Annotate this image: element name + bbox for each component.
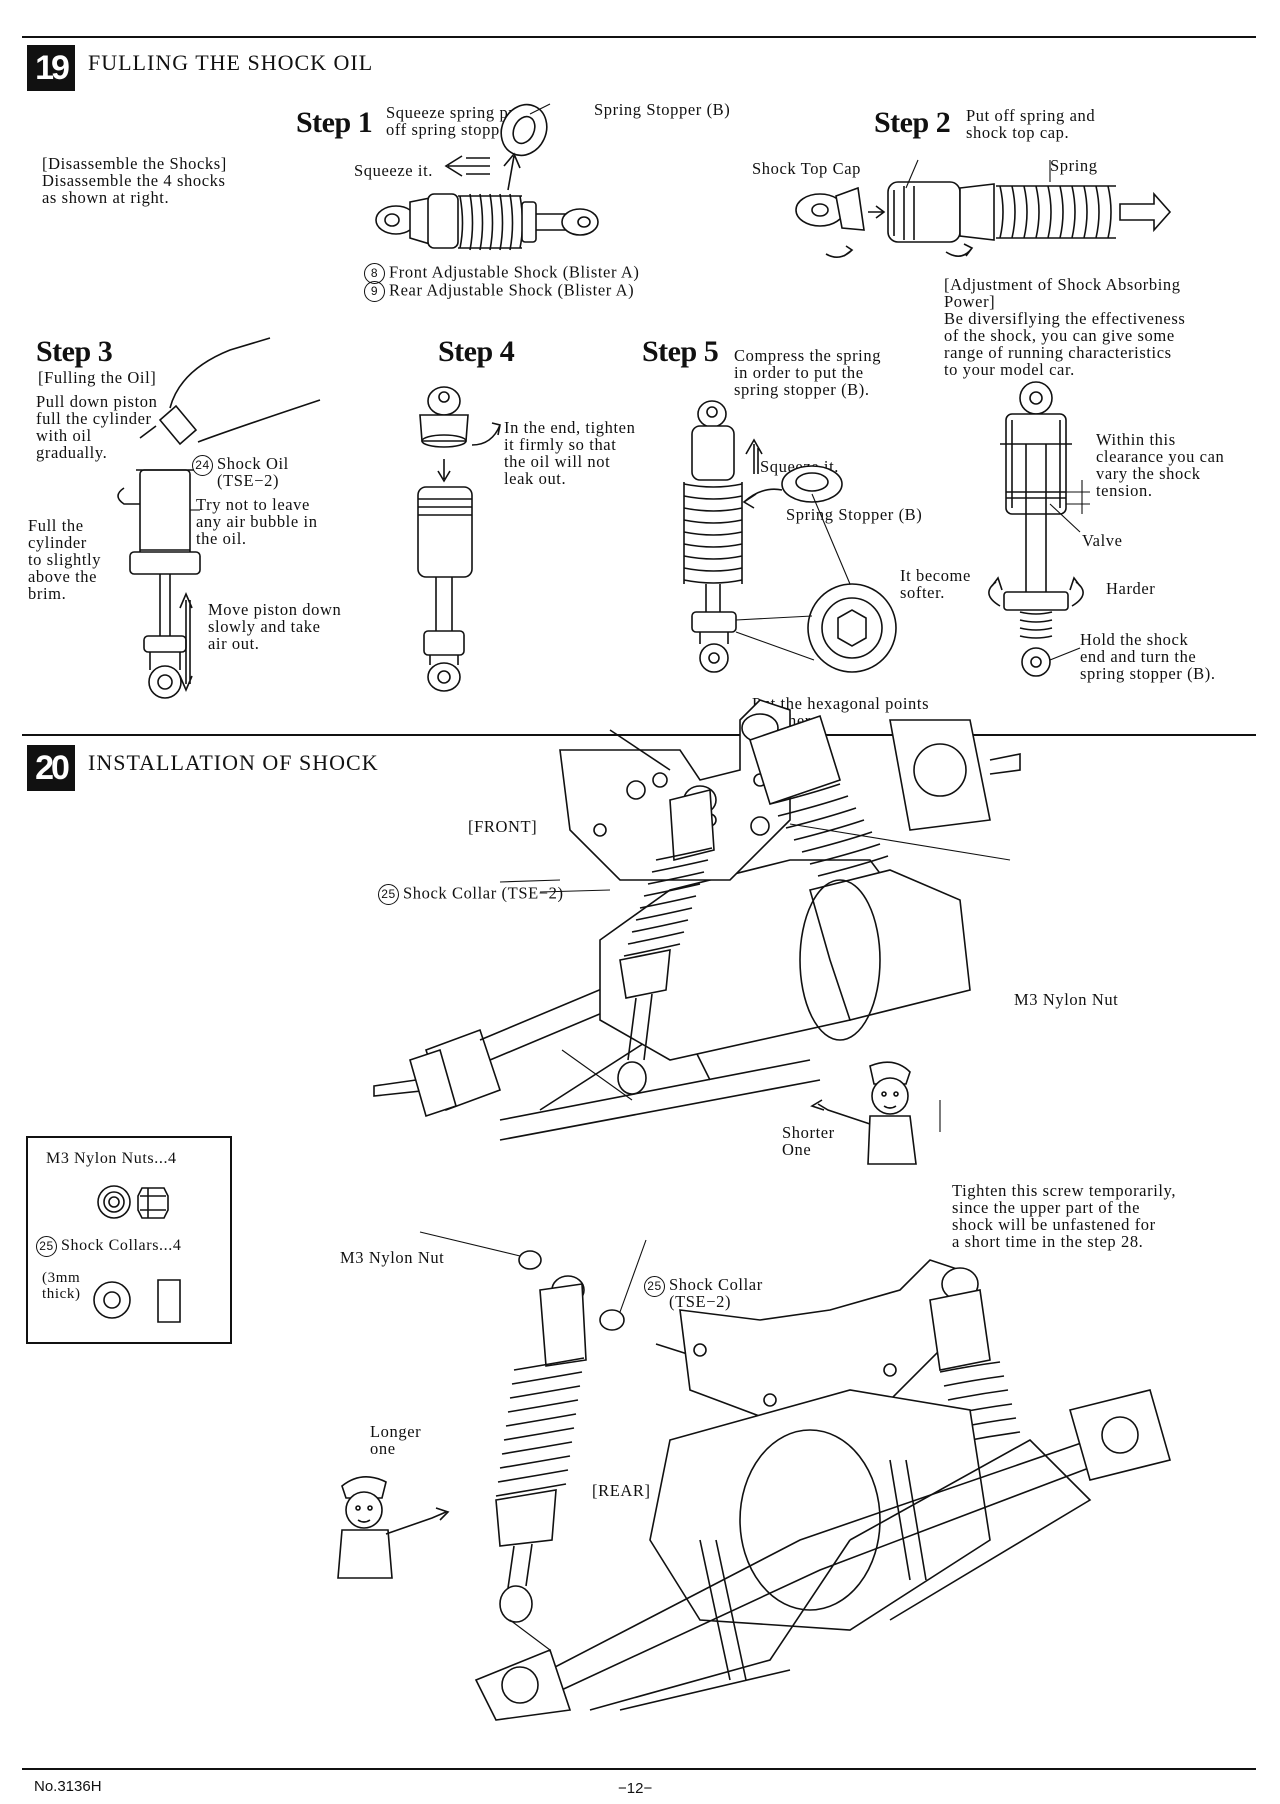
- spring-coils-icon: [1020, 612, 1052, 638]
- adjust-valve-label: Valve: [1082, 531, 1123, 550]
- step3-move-text: Move piston down slowly and take air out…: [208, 600, 342, 653]
- section-19-title: FULLING THE SHOCK OIL: [88, 50, 374, 75]
- step2-shock-illustration: [786, 170, 1246, 280]
- clearance-marker: [1066, 480, 1090, 514]
- up-arrow-icon: [504, 154, 520, 190]
- hex-detail-icon: [808, 584, 896, 672]
- step3-oil-fill-illustration: [100, 330, 340, 710]
- step3-heading: Step 3: [36, 335, 113, 368]
- down-arrow-icon: [438, 459, 450, 481]
- section-20-title: INSTALLATION OF SHOCK: [88, 750, 379, 775]
- shock-collar-icon: [627, 781, 645, 799]
- spring-coils-icon: [940, 1362, 1020, 1442]
- adjustment-text: [Adjustment of Shock Absorbing Power] Be…: [944, 275, 1186, 379]
- tighten-arrow-icon: [472, 423, 500, 445]
- softer-arrow-icon: [989, 578, 1002, 606]
- nylon-nut-icon: [519, 1251, 541, 1269]
- cap-icon: [342, 1477, 386, 1498]
- page-number: −12−: [618, 1780, 653, 1797]
- adjust-softer-label: It become softer.: [900, 566, 971, 602]
- top-rule: [22, 36, 1256, 38]
- step5-shock-illustration: [672, 398, 912, 698]
- step5-heading: Step 5: [642, 335, 719, 368]
- step2-text: Put off spring and shock top cap.: [966, 106, 1096, 142]
- adjust-clearance-text: Within this clearance you can vary the s…: [1096, 430, 1225, 500]
- step3-full-text: Full the cylinder to slightly above the …: [28, 516, 102, 603]
- mascot-front-illustration: [808, 1054, 928, 1164]
- step4-text: In the end, tighten it firmly so that th…: [504, 418, 636, 488]
- shorter-label: Shorter One: [782, 1123, 835, 1159]
- step1-spring-stopper-label: Spring Stopper (B): [594, 100, 731, 119]
- step3-pull-text: Pull down piston full the cylinder with …: [36, 392, 158, 462]
- parts-thick-label: (3mm thick): [42, 1270, 81, 1302]
- shock-collar-icon: [600, 1310, 624, 1330]
- rear-nylon-nut-label: M3 Nylon Nut: [340, 1248, 445, 1267]
- squeeze-arrow-icon: [446, 156, 490, 176]
- shock-tower-icon: [680, 1260, 960, 1420]
- screw-icon: [610, 730, 670, 770]
- step4-heading: Step 4: [438, 335, 515, 368]
- rear-chassis-illustration: [470, 1240, 1210, 1720]
- rotate-arrow-icon: [826, 246, 852, 257]
- step4-shock-illustration: [400, 375, 510, 710]
- pointing-hand-icon: [386, 1508, 448, 1534]
- oil-bottle-icon: [170, 338, 320, 442]
- parts-nuts-label: M3 Nylon Nuts...4: [46, 1150, 177, 1167]
- mascot-rear-illustration: [336, 1468, 456, 1578]
- step1-shock-illustration: [370, 110, 650, 260]
- spring-coils-icon: [458, 194, 523, 250]
- section-20-number: 20: [27, 745, 75, 791]
- spring-coils-icon: [684, 482, 742, 584]
- bottom-rule: [22, 1768, 1256, 1770]
- spring-stopper-icon: [782, 466, 842, 502]
- front-nylon-nut-label: M3 Nylon Nut: [1014, 990, 1119, 1009]
- step2-heading: Step 2: [874, 106, 951, 139]
- spring-coils-icon: [496, 1358, 584, 1496]
- nylon-nut-icon: [751, 817, 769, 835]
- rear-label: [REAR]: [592, 1481, 651, 1500]
- shock-tower-icon: [560, 700, 790, 880]
- model-number: No.3136H: [34, 1778, 102, 1795]
- spring-coils-icon: [770, 784, 888, 876]
- adjust-hold-text: Hold the shock end and turn the spring s…: [1080, 630, 1216, 683]
- step1-squeeze-label: Squeeze it.: [354, 161, 433, 180]
- spring-stopper-icon: [493, 97, 555, 163]
- adjust-harder-label: Harder: [1106, 579, 1156, 598]
- pointing-hand-icon: [812, 1100, 870, 1124]
- spring-coils-icon: [624, 848, 712, 956]
- step1-heading: Step 1: [296, 106, 373, 139]
- step3-bubble-text: Try not to leave any air bubble in the o…: [196, 495, 318, 548]
- front-label: [FRONT]: [468, 817, 538, 836]
- mid-rule: [22, 734, 1256, 736]
- step5-text: Compress the spring in order to put the …: [734, 346, 882, 399]
- spring-coils-icon: [996, 186, 1116, 238]
- right-arrow-icon: [1120, 194, 1170, 230]
- adjust-cutaway-illustration: [970, 380, 1120, 685]
- nylon-nut-icon: [94, 1182, 184, 1222]
- tighten-text: Tighten this screw temporarily, since th…: [952, 1181, 1177, 1251]
- step2-top-cap-label: Shock Top Cap: [752, 159, 862, 178]
- longer-label: Longer one: [370, 1422, 422, 1458]
- step2-spring-label: Spring: [1050, 156, 1098, 175]
- up-arrow-icon: [746, 440, 762, 474]
- up-down-arrow-icon: [180, 594, 192, 690]
- step3-subtitle: [Fulling the Oil]: [38, 368, 157, 387]
- section-19-number: 19: [27, 45, 75, 91]
- disassemble-text: [Disassemble the Shocks] Disassemble the…: [42, 154, 227, 207]
- harder-arrow-icon: [1070, 578, 1083, 606]
- shock-collar-icon: [92, 1274, 202, 1324]
- front-chassis-illustration: [370, 760, 1140, 1200]
- step5-spring-stopper-label: Spring Stopper (B): [786, 505, 923, 524]
- cap-icon: [870, 1062, 910, 1084]
